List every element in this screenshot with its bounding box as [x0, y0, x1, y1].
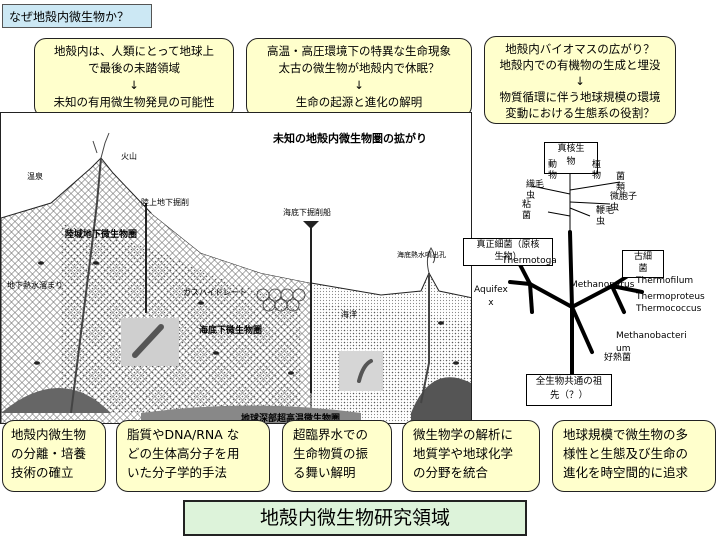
tree-animal: 動物: [548, 160, 557, 182]
tree-line: 菌: [522, 211, 532, 221]
tree-microsporidia: 微胞子虫: [610, 192, 637, 214]
tree-line: x: [488, 298, 494, 308]
geological-cross-section: 未知の地殻内微生物圏の拡がり 火山 温泉 陸上地下掘削 海底下掘削船 陸域地下微…: [0, 112, 472, 424]
label-seafloor-biosphere: 海底下微生物圏: [199, 326, 263, 336]
node-line: 生物）: [494, 252, 522, 262]
label-hotspring: 温泉: [27, 172, 43, 181]
tree-line: 鞭毛: [596, 206, 615, 216]
bottom-box-line: 様性と生態及び生命の: [563, 446, 689, 461]
tree-thermococcus: Thermococcus: [636, 304, 702, 314]
top-box-line: ↓: [354, 78, 364, 92]
bottom-box-line: いた分子学的手法: [127, 465, 228, 480]
tree-fungi: 菌類: [616, 172, 625, 194]
tree-ciliate: 繊毛虫: [526, 180, 544, 202]
bottom-box-cultivation: 地殻内微生物 の分離・培養 技術の確立: [2, 420, 106, 492]
tree-line: 虫: [610, 203, 620, 213]
tree-line: Methanobacteri: [616, 331, 687, 341]
tree-line: 動: [548, 160, 558, 170]
bottom-box-line: 地質学や地球化学: [413, 446, 514, 461]
tree-line: 物: [548, 171, 558, 181]
bottom-box-line: 微生物学の解析に: [413, 427, 514, 442]
tree-line: 粘: [522, 200, 532, 210]
top-box-line: 太古の微生物が地殻内で休眠？: [278, 61, 440, 75]
node-archaea: 古細 菌: [622, 250, 664, 278]
label-sea: 海洋: [341, 310, 357, 319]
top-box-biomass: 地殻内バイオマスの広がり？ 地殻内での有機物の生成と埋没 ↓ 物質循環に伴う地球…: [484, 36, 676, 124]
cross-section-drawing: [1, 132, 471, 423]
top-box-line: 生命の起源と進化の解明: [295, 95, 423, 109]
tree-line: 植: [592, 160, 602, 170]
tree-plant: 植物: [592, 160, 601, 182]
node-line: 先（？）: [549, 390, 588, 401]
bottom-box-global: 地球規模で微生物の多 様性と生態及び生命の 進化を時空間的に追求: [552, 420, 716, 492]
bottom-box-line: 進化を時空間的に追求: [563, 465, 689, 480]
top-box-line: 地殻内での有機物の生成と埋没: [499, 58, 661, 72]
top-box-line: ↓: [129, 78, 139, 92]
tree-line: 物: [592, 171, 602, 181]
node-bacteria: 真正細菌（原核 生物）: [463, 238, 553, 266]
geo-title: 未知の地殻内微生物圏の拡がり: [273, 132, 427, 145]
node-line: 物: [566, 157, 576, 167]
top-box-line: ↓: [575, 74, 585, 88]
tree-thermotoga: Thermotoga: [502, 256, 557, 266]
top-box-line: 高温・高圧環境下の特異な生命現象: [267, 44, 451, 58]
bottom-box-supercritical: 超臨界水での 生命物質の振 る舞い解明: [282, 420, 392, 492]
top-box-line: 変動における生態系の役割？: [505, 106, 655, 120]
label-hot-water: 地下熱水溜まり: [7, 281, 63, 290]
tree-line: Aquifex: [474, 285, 508, 295]
bottom-box-line: の分離・培養: [11, 446, 87, 461]
node-line: 古細: [633, 252, 652, 262]
label-land-drill: 陸上地下掘削: [141, 198, 189, 207]
node-line: 真核生: [557, 144, 585, 154]
bottom-box-line: 超臨界水での: [293, 427, 369, 442]
tree-line: 繊毛: [526, 180, 545, 190]
node-line: 菌: [638, 264, 648, 274]
tree-line: 虫: [596, 217, 606, 227]
tree-methanobacterium: Methanobacteri um: [616, 330, 687, 356]
top-box-line: で最後の未踏領域: [88, 61, 180, 75]
node-line: 全生物共通の祖: [535, 376, 603, 387]
bottom-box-molecular: 脂質やDNA/RNA な どの生体高分子を用 いた分子学的手法: [116, 420, 270, 492]
node-eukarya: 真核生 物: [544, 142, 598, 174]
label-deep-biosphere: 地球深部超高温微生物圏: [241, 414, 341, 424]
tree-flagellate: 鞭毛虫: [596, 206, 614, 228]
top-box-origin: 高温・高圧環境下の特異な生命現象 太古の微生物が地殻内で休眠？ ↓ 生命の起源と…: [246, 38, 472, 118]
tree-line: 類: [616, 183, 626, 193]
bottom-box-line: の分野を統合: [413, 465, 489, 480]
bottom-box-line: 生命物質の振: [293, 446, 369, 461]
tree-line: um: [616, 344, 631, 354]
top-box-line: 物質循環に伴う地球規模の環境: [499, 90, 661, 104]
tree-line: 微胞子: [610, 192, 638, 202]
node-luca: 全生物共通の祖 先（？）: [526, 374, 612, 406]
tree-aquifex: Aquifex x: [474, 284, 508, 310]
tree-slime: 粘菌: [522, 200, 531, 222]
research-field-title: 地殻内微生物研究領域: [183, 500, 527, 536]
bottom-box-line: る舞い解明: [293, 465, 356, 480]
tree-line: 虫: [526, 191, 536, 201]
bottom-box-line: 脂質やDNA/RNA な: [127, 427, 240, 442]
bottom-box-line: 地球規模で微生物の多: [563, 427, 689, 442]
label-ocean-drill: 海底下掘削船: [283, 208, 331, 217]
bottom-box-line: どの生体高分子を用: [127, 446, 240, 461]
label-gas-hydrate: ガスハイドレート: [183, 288, 247, 297]
label-volcano: 火山: [121, 152, 137, 161]
question-tag: なぜ地殻内微生物か？: [2, 4, 152, 28]
top-box-frontier: 地殻内は、人類にとって地球上 で最後の未踏領域 ↓ 未知の有用微生物発見の可能性: [34, 38, 234, 118]
node-line: 真正細菌（原核: [476, 240, 540, 250]
tree-thermoproteus: Thermoproteus: [636, 292, 705, 302]
label-vent: 海底熱水噴出孔: [397, 251, 446, 259]
tree-halophile: 好熱菌: [604, 353, 632, 363]
top-box-line: 未知の有用微生物発見の可能性: [53, 95, 215, 109]
label-land-biosphere: 陸域地下微生物圏: [65, 230, 138, 240]
bottom-box-integration: 微生物学の解析に 地質学や地球化学 の分野を統合: [402, 420, 540, 492]
tree-thermofilum: Thermofilum: [636, 276, 694, 286]
top-box-line: 地殻内は、人類にとって地球上: [53, 44, 215, 58]
tree-line: 菌: [616, 172, 626, 182]
tree-methanopyrus: Methanopyrus: [570, 280, 635, 290]
bottom-box-line: 地殻内微生物: [11, 427, 87, 442]
bottom-box-line: 技術の確立: [11, 465, 74, 480]
top-box-line: 地殻内バイオマスの広がり？: [505, 42, 655, 56]
